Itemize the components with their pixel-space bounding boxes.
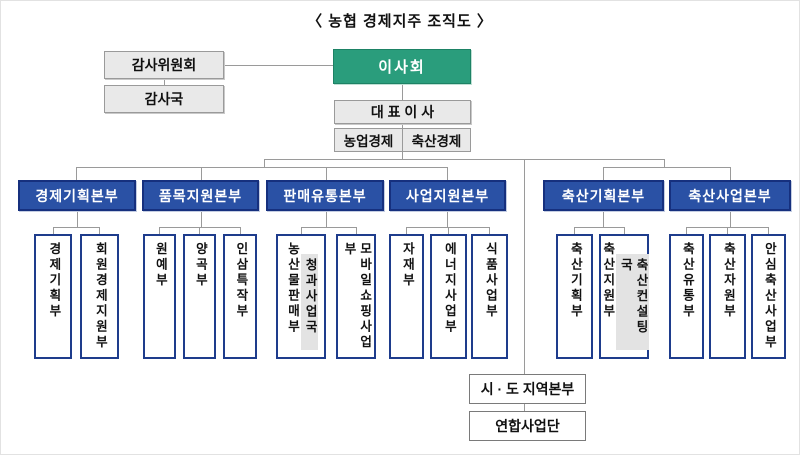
dept-label: 양곡부: [193, 242, 208, 289]
connector-line: [53, 227, 99, 228]
dept-label: 원예부: [153, 242, 168, 289]
division-sales-distribution: 판매유통본부: [266, 180, 384, 211]
dept-sub-unit-fruit-vegetable-bureau: 청과사업국: [300, 254, 319, 350]
dept-ginseng-special-crops: 인삼특작부: [223, 234, 257, 359]
connector-line: [768, 227, 769, 234]
dept-label: 안심축산사업부: [762, 242, 777, 351]
connector-line: [99, 227, 100, 234]
connector-line: [524, 404, 525, 411]
dept-label: 모바일쇼핑사업부: [342, 242, 372, 351]
connector-line: [603, 167, 730, 168]
dept-safe-livestock-business: 안심축산사업부: [751, 234, 786, 359]
dept-label: 에너지사업부: [442, 242, 457, 335]
connector-line: [301, 227, 302, 234]
connector-line: [264, 159, 665, 160]
connector-line: [730, 167, 731, 180]
connector-line: [402, 124, 403, 128]
federation-business-unit-box: 연합사업단: [469, 411, 586, 441]
connector-line: [201, 167, 202, 180]
dept-livestock-support: 축산지원부 축산컨설팅국: [599, 234, 649, 359]
connector-line: [224, 65, 333, 66]
connector-line: [264, 159, 265, 167]
division-commodity-support: 품목지원본부: [142, 180, 259, 211]
connector-line: [406, 227, 489, 228]
board-of-directors-box: 이사회: [333, 49, 471, 84]
connector-line: [489, 227, 490, 234]
connector-line: [326, 211, 327, 227]
connector-line: [624, 227, 625, 234]
agri-economy-cell: 농업경제: [343, 134, 394, 149]
dept-sub-unit-livestock-consulting-bureau: 축산컨설팅국: [615, 254, 649, 350]
connector-line: [664, 159, 665, 167]
dept-label: 회원경제지원부: [93, 242, 108, 351]
dept-food-business: 식품사업부: [471, 234, 508, 359]
connector-line: [448, 227, 449, 234]
division-business-support: 사업지원본부: [389, 180, 506, 211]
dept-label: 식품사업부: [483, 242, 498, 320]
division-livestock-planning: 축산기획본부: [543, 180, 664, 211]
dept-economic-planning: 경제기획부: [34, 234, 72, 359]
dept-agri-products-sales: 농산물판매부 청과사업국: [276, 234, 326, 359]
audit-committee-box: 감사위원회: [104, 51, 224, 79]
dept-horticulture: 원예부: [143, 234, 176, 359]
connector-line: [447, 211, 448, 227]
connector-line: [164, 79, 165, 85]
dept-energy-business: 에너지사업부: [430, 234, 467, 359]
connector-line: [76, 167, 448, 168]
dept-livestock-distribution: 축산유통부: [669, 234, 704, 359]
connector-line: [574, 227, 624, 228]
connector-line: [447, 167, 448, 180]
connector-line: [53, 227, 54, 234]
dept-grain: 양곡부: [183, 234, 216, 359]
division-livestock-business: 축산사업본부: [669, 180, 791, 211]
dept-livestock-planning: 축산기획부: [556, 234, 593, 359]
ceo-box: 대 표 이 사: [334, 100, 471, 124]
dept-mobile-shopping: 모바일쇼핑사업부: [336, 234, 376, 359]
connector-line: [199, 227, 200, 234]
connector-line: [77, 211, 78, 227]
livestock-economy-cell: 축산경제: [402, 129, 470, 151]
division-economic-planning: 경제기획본부: [18, 180, 136, 211]
audit-office-box: 감사국: [104, 85, 224, 113]
economy-split-box: 농업경제 축산경제: [334, 128, 471, 152]
connector-line: [730, 211, 731, 227]
dept-label: 축산자원부: [721, 242, 736, 320]
dept-label: 인삼특작부: [233, 242, 248, 320]
connector-line: [603, 211, 604, 227]
connector-line: [240, 227, 241, 234]
chart-title: 〈 농협 경제지주 조직도 〉: [307, 13, 493, 30]
connector-line: [686, 227, 687, 234]
connector-line: [76, 167, 77, 180]
connector-line: [159, 227, 160, 234]
connector-line: [574, 227, 575, 234]
dept-livestock-resources: 축산자원부: [709, 234, 746, 359]
connector-line: [402, 152, 403, 159]
dept-label: 경제기획부: [46, 242, 61, 320]
dept-label: 축산기획부: [568, 242, 583, 320]
connector-line: [301, 227, 356, 228]
dept-label: 축산유통부: [680, 242, 695, 320]
connector-line: [402, 84, 403, 100]
connector-line: [201, 211, 202, 227]
dept-label: 축산지원부: [600, 242, 615, 320]
dept-label: 농산물판매부: [285, 242, 300, 335]
connector-line: [326, 167, 327, 180]
dept-member-economy-support: 회원경제지원부: [80, 234, 119, 359]
regional-headquarters-box: 시 · 도 지역본부: [469, 374, 586, 404]
connector-line: [727, 227, 728, 234]
dept-label: 자재부: [400, 242, 415, 289]
connector-line: [406, 227, 407, 234]
connector-line: [603, 167, 604, 180]
connector-line: [356, 227, 357, 234]
dept-materials: 자재부: [389, 234, 424, 359]
connector-line: [524, 159, 525, 374]
